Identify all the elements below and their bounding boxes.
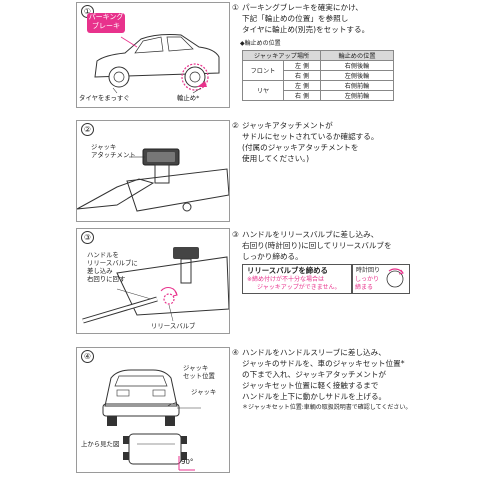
car-side-view xyxy=(94,34,220,94)
table-header-jackup: ジャッキアップ場所 xyxy=(241,50,322,61)
clockwise-box: 時計回り しっかり 締まる xyxy=(352,264,410,294)
tighten-valve-box: リリースバルブを締める ※締め付けが不十分な場合は ジャッキアップができません。 xyxy=(242,264,352,294)
table-row: 左 側 xyxy=(282,60,322,71)
step3-illustration: ③ ハンドルを リリースバルブに 差し込み 右回りに回す リリースバルブ xyxy=(76,228,230,334)
step1-line1: パーキングブレーキを確実にかけ、 xyxy=(242,3,363,12)
tire-straight-label: タイヤをまっすぐ xyxy=(79,94,130,102)
insert-handle-label: ハンドルを リリースバルブに 差し込み 右回りに回す xyxy=(87,251,138,283)
angle-label: 90° xyxy=(181,458,194,466)
table-row: 左側前輪 xyxy=(320,90,394,101)
step3-number: ③ xyxy=(81,231,94,244)
table-row: 左側後輪 xyxy=(320,70,394,81)
release-valve-drawing xyxy=(82,247,229,324)
step1-number-text: ① xyxy=(232,3,239,12)
chock-table-caption: ◆輪止めの位置 xyxy=(240,40,281,47)
jack-set-position-label: ジャッキ セット位置 xyxy=(183,364,215,380)
step2-line4: 使用してください。) xyxy=(242,154,310,163)
step2-line3: (付属のジャッキアタッチメントを xyxy=(242,143,359,152)
top-view-label: 上から見た図 xyxy=(81,440,120,448)
table-row: 右 側 xyxy=(282,90,322,101)
step4-line1: ハンドルをハンドルスリーブに差し込み、 xyxy=(242,348,386,357)
jack-label: ジャッキ xyxy=(191,388,217,396)
table-header-chock: 輪止めの位置 xyxy=(320,50,394,61)
table-row: 右側後輪 xyxy=(320,60,394,71)
step3-line1: ハンドルをリリースバルブに差し込み、 xyxy=(242,230,379,239)
step4-line4: ジャッキセット位置に軽く接触するまで xyxy=(242,381,379,390)
step4-footnote: ＊ジャッキセット位置:車輌の取扱説明書で確認してください。 xyxy=(242,404,412,411)
step1-line2: 下記「輪止めの位置」を参照し xyxy=(242,14,349,23)
tighten-warning-line2: ジャッキアップができません。 xyxy=(257,284,341,291)
group-front: フロント xyxy=(242,60,284,81)
table-row: 右 側 xyxy=(282,70,322,81)
step2-line2: サドルにセットされているか確認する。 xyxy=(242,132,379,141)
step3-line3: しっかり締める。 xyxy=(242,252,303,261)
table-row: 左 側 xyxy=(282,80,322,91)
parking-brake-label: パーキング ブレーキ xyxy=(87,13,125,33)
step2-line1: ジャッキアタッチメントが xyxy=(242,121,333,130)
group-rear: リヤ xyxy=(242,80,284,101)
step4-number: ④ xyxy=(81,350,94,363)
step2-illustration: ② ジャッキ アタッチメント xyxy=(76,120,230,222)
attachment-label: ジャッキ アタッチメント xyxy=(91,143,136,159)
clockwise-title: 時計回り xyxy=(356,267,381,274)
step2-number: ② xyxy=(81,123,94,136)
release-valve-label: リリースバルブ xyxy=(151,322,196,330)
tighten-warning-line1: ※締め付けが不十分な場合は xyxy=(247,276,325,283)
step2-number-text: ② xyxy=(232,121,239,130)
step4-line3: の下まで入れ、ジャッキアタッチメントが xyxy=(242,370,386,379)
step3-number-text: ③ xyxy=(232,230,239,239)
wheel-chock-label: 輪止め* xyxy=(177,94,200,102)
clockwise-arrow-icon xyxy=(386,268,404,288)
step4-line5: ハンドルを上下に動かしサドルを上げる。 xyxy=(242,392,387,401)
step4-line2: ジャッキのサドルを、車のジャッキセット位置* xyxy=(242,359,405,368)
tighten-valve-title: リリースバルブを締める xyxy=(247,266,328,275)
chock-position-table: ジャッキアップ場所 輪止めの位置 フロント 左 側 右側後輪 右 側 左側後輪 … xyxy=(241,50,394,101)
step4-number-text: ④ xyxy=(232,348,239,357)
tight-note: しっかり 締まる xyxy=(355,276,380,291)
car-front-topview-drawing xyxy=(102,369,201,471)
step4-illustration: ④ ジャッキ セット位置 ジャッキ 上から見た図 90° xyxy=(76,347,230,473)
step1-illustration: ① パーキング ブレーキ タイヤをまっすぐ 輪止め* xyxy=(76,2,230,108)
jack-attachment-drawing xyxy=(77,148,229,212)
table-row: 右側前輪 xyxy=(320,80,394,91)
step3-line2: 右回り(時計回り)に回してリリースバルブを xyxy=(242,241,392,250)
step1-line3: タイヤに輪止め(別売)をセットする。 xyxy=(242,25,370,34)
